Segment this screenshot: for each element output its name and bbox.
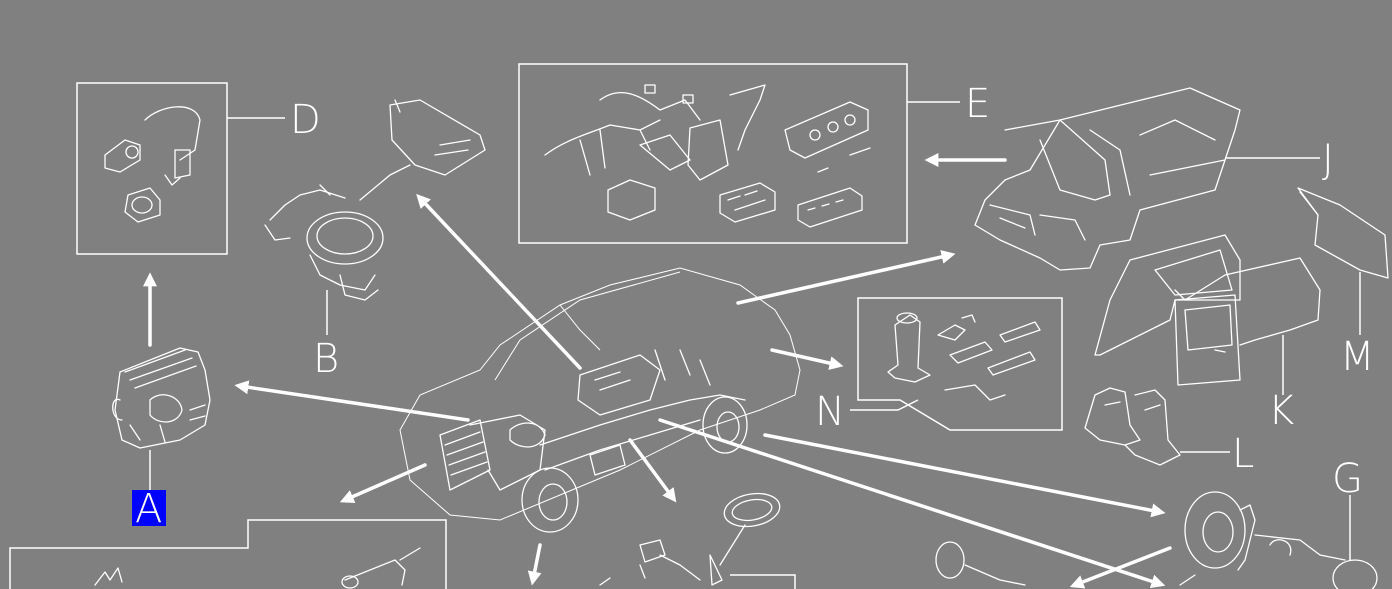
bottom-center-parts[interactable] [935, 541, 1196, 586]
arrow-down-center [527, 543, 542, 586]
side-panels-k[interactable] [1094, 234, 1321, 386]
seats-l[interactable] [1084, 387, 1181, 466]
steering-parts[interactable] [599, 489, 782, 586]
label-a[interactable]: A [132, 486, 166, 532]
arrow-to-g [763, 433, 1166, 518]
sensor-parts-d[interactable] [104, 106, 201, 223]
label-l[interactable]: L [1232, 431, 1254, 477]
central-vehicle [399, 267, 801, 533]
arrow-from-g [1069, 546, 1172, 589]
label-e[interactable]: E [965, 81, 990, 127]
label-b[interactable]: B [313, 336, 339, 382]
label-d[interactable]: D [290, 97, 321, 143]
label-g[interactable]: G [1332, 456, 1363, 502]
label-a-text: A [135, 486, 162, 532]
inset-frame-bottom-left [9, 519, 447, 589]
label-n[interactable]: N [815, 389, 845, 435]
arrow-to-bottom-left [339, 463, 427, 504]
bottom-left-parts[interactable] [94, 547, 421, 589]
inset-frame-d [76, 82, 228, 255]
intake-assembly-b[interactable] [264, 99, 486, 301]
tool-kit-n[interactable] [887, 312, 1041, 401]
central-front-wheel[interactable] [521, 467, 579, 533]
arrow-to-bottom-right [658, 418, 1166, 589]
label-j[interactable]: J [1322, 137, 1334, 183]
panel-m[interactable] [1297, 187, 1389, 279]
label-a-highlight [132, 490, 166, 526]
electrical-parts-e[interactable] [544, 84, 871, 228]
arrow-to-b [416, 193, 582, 370]
body-shell-j[interactable] [974, 87, 1241, 271]
arrow-to-j [736, 250, 956, 305]
arrow-to-steering [628, 438, 677, 503]
arrow-to-a [234, 380, 470, 422]
axle-hub-g[interactable] [1184, 491, 1378, 589]
leader-n [850, 399, 919, 411]
leader-steering [730, 574, 796, 589]
inset-frame-e [518, 63, 908, 244]
label-k[interactable]: K [1268, 388, 1294, 434]
arrow-to-n [770, 348, 844, 370]
central-engine-chassis[interactable] [439, 349, 746, 491]
engine-assembly[interactable] [112, 347, 211, 449]
label-m[interactable]: M [1340, 334, 1375, 380]
inset-frame-n [857, 297, 1063, 431]
callout-arrows [143, 153, 1172, 589]
